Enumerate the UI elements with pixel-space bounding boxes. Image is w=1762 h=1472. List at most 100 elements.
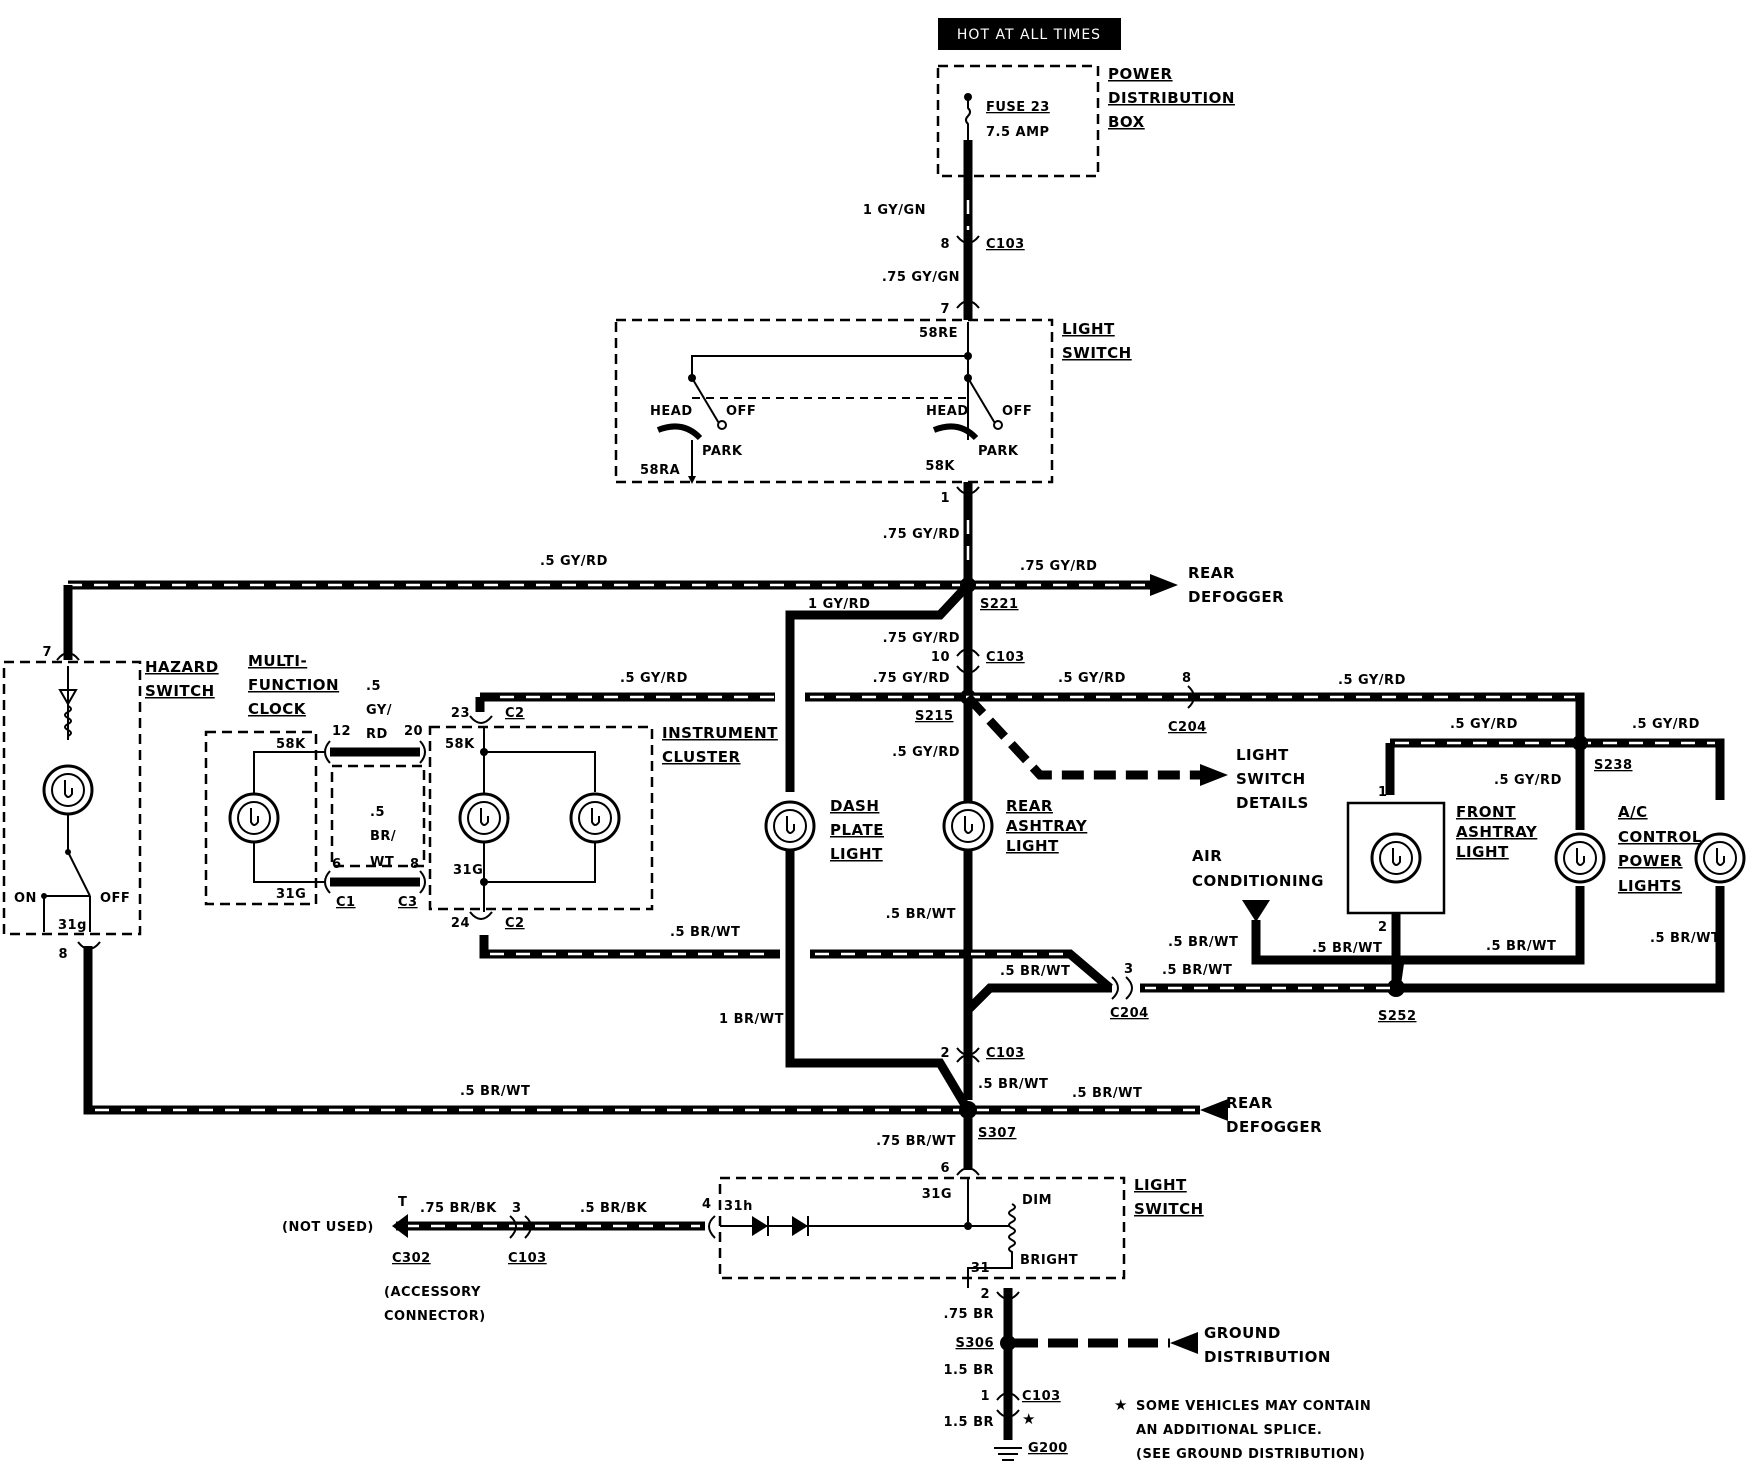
pin-3: 3 <box>512 1201 522 1216</box>
dash-3: LIGHT <box>830 845 883 863</box>
note-3: (SEE GROUND DISTRIBUTION) <box>1136 1447 1365 1462</box>
wire-5brwt-a: .5 BR/WT <box>886 907 956 922</box>
clock-title-3: CLOCK <box>248 700 307 718</box>
note-1: SOME VEHICLES MAY CONTAIN <box>1136 1399 1371 1414</box>
t58re: 58RE <box>919 326 958 341</box>
t58k: 58K <box>925 459 955 474</box>
star-mark-2: ★ <box>1114 1396 1128 1414</box>
wire-5gyrd-a: .5 GY/RD <box>540 554 608 569</box>
fuse-label: FUSE 23 <box>986 100 1050 115</box>
hazard-off: OFF <box>100 891 130 906</box>
acc-1: (ACCESSORY <box>384 1285 481 1300</box>
hazard-on: ON <box>14 891 37 906</box>
ls-park-r: PARK <box>978 444 1019 459</box>
wire-5brwt-k: .5 BR/WT <box>1072 1086 1142 1101</box>
pin-1c: 1 <box>980 1389 990 1404</box>
rear-ashtray-bulb <box>942 800 994 852</box>
ac-1: A/C <box>1618 803 1648 821</box>
wire-5gyrd-f: .5 GY/RD <box>1450 717 1518 732</box>
pin-20: 20 <box>404 724 423 739</box>
rear-defogger-3: REAR <box>1226 1094 1273 1112</box>
ls-top-title-1: LIGHT <box>1062 320 1115 338</box>
clock-title-2: FUNCTION <box>248 676 339 694</box>
ac-3: POWER <box>1618 852 1683 870</box>
s252-label: S252 <box>1378 1009 1417 1024</box>
pin-2b: 2 <box>1378 920 1388 935</box>
gnd-2: DISTRIBUTION <box>1204 1348 1331 1366</box>
wire-75gygn: .75 GY/GN <box>882 270 960 285</box>
ls-top-title-2: SWITCH <box>1062 344 1132 362</box>
wire-75gyrd-d: .75 GY/RD <box>873 671 950 686</box>
wire-75br: .75 BR <box>944 1307 994 1322</box>
s307-label: S307 <box>978 1126 1017 1141</box>
pin-2d: 2 <box>980 1287 990 1302</box>
pin-2c: 2 <box>940 1046 950 1061</box>
clock-gy-1: .5 <box>366 679 381 694</box>
wire-5brwt-g: .5 BR/WT <box>1000 964 1070 979</box>
wire-1gyrd: 1 GY/RD <box>808 597 870 612</box>
ac-4: LIGHTS <box>1618 877 1682 895</box>
wire-75brwt: .75 BR/WT <box>876 1134 956 1149</box>
not-used: (NOT USED) <box>282 1220 374 1235</box>
wire-5brwt-f: .5 BR/WT <box>1162 963 1232 978</box>
wire-1brwt: 1 BR/WT <box>719 1012 784 1027</box>
ls-park-l: PARK <box>702 444 743 459</box>
clock-br-2: BR/ <box>370 829 396 844</box>
pin-1: 1 <box>940 491 950 506</box>
pin-1b: 1 <box>1378 785 1388 800</box>
t58ra: 58RA <box>640 463 680 478</box>
pin-10: 10 <box>931 650 950 665</box>
wire-5gyrd-g: .5 GY/RD <box>1632 717 1700 732</box>
c2-b: C2 <box>505 916 525 931</box>
rear-2: ASHTRAY <box>1006 817 1088 835</box>
power-distribution-box <box>936 64 1100 178</box>
fuse-rating: 7.5 AMP <box>986 125 1050 140</box>
hot-at-all-times-banner <box>938 18 1121 50</box>
dash-2: PLATE <box>830 821 884 839</box>
pin-4: 4 <box>702 1197 712 1212</box>
ls-head-l: HEAD <box>650 404 693 419</box>
c103-d: C103 <box>508 1251 547 1266</box>
ac-2: CONTROL <box>1618 828 1702 846</box>
note-2: AN ADDITIONAL SPLICE. <box>1136 1423 1322 1438</box>
clock-gy-2: GY/ <box>366 703 392 718</box>
clock-title-1: MULTI- <box>248 652 307 670</box>
light-switch-bottom-box <box>718 1176 1126 1280</box>
ls-off-l: OFF <box>726 404 756 419</box>
wire-5brwt-e: .5 BR/WT <box>1650 931 1720 946</box>
instrument-cluster-box <box>428 725 654 911</box>
pin-3b: 3 <box>1124 962 1134 977</box>
banner-text: HOT AT ALL TIMES <box>957 27 1101 43</box>
c1-label: C1 <box>336 895 356 910</box>
s306-label: S306 <box>956 1336 995 1351</box>
c2-a: C2 <box>505 706 525 721</box>
wire-5gyrd-c: .5 GY/RD <box>1058 671 1126 686</box>
c103-e: C103 <box>1022 1389 1061 1404</box>
clock-gy-3: RD <box>366 727 388 742</box>
rear-3: LIGHT <box>1006 837 1059 855</box>
ls-dim: DIM <box>1022 1193 1052 1208</box>
c204-a: C204 <box>1168 720 1207 735</box>
pdb-title-3: BOX <box>1108 113 1145 131</box>
c302-label: C302 <box>392 1251 431 1266</box>
c103-c: C103 <box>986 1046 1025 1061</box>
ls-bot-title-2: SWITCH <box>1134 1200 1204 1218</box>
s238-label: S238 <box>1594 758 1633 773</box>
pin-8d: 8 <box>58 947 68 962</box>
wire-5brwt-b: .5 BR/WT <box>1168 935 1238 950</box>
gnd-1: GROUND <box>1204 1324 1281 1342</box>
air-cond-1: AIR <box>1192 847 1222 865</box>
wire-1gygn: 1 GY/GN <box>863 203 926 218</box>
star-mark-1: ★ <box>1022 1410 1036 1428</box>
c103-a: C103 <box>986 237 1025 252</box>
ac-bulb-2 <box>1694 832 1746 884</box>
clock-br-3: WT <box>370 855 394 870</box>
front-2: ASHTRAY <box>1456 823 1538 841</box>
ac-bulb-1 <box>1554 832 1606 884</box>
ls-bot-31g: 31G <box>922 1187 952 1202</box>
wire-75gyrd-b: .75 GY/RD <box>1020 559 1097 574</box>
front-1: FRONT <box>1456 803 1516 821</box>
pin-t: T <box>398 1195 407 1210</box>
front-ashtray-bulb <box>1370 832 1422 884</box>
